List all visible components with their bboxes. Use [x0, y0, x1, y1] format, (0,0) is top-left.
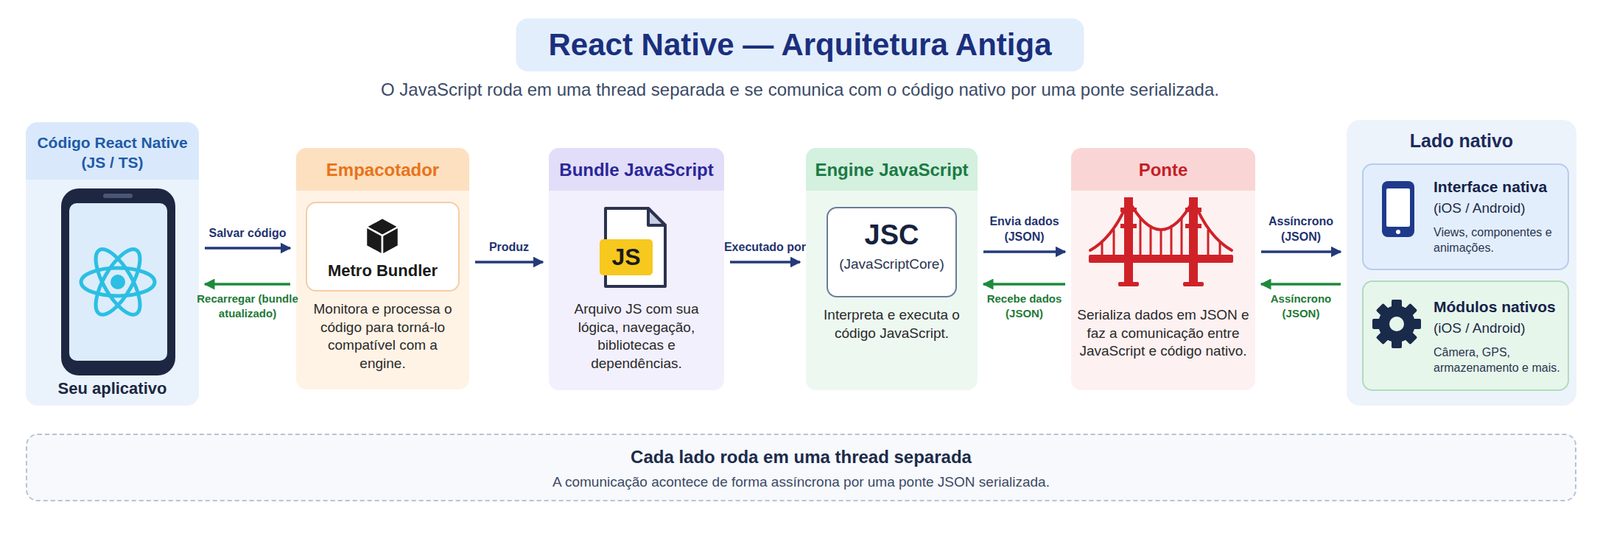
box-heading: JSC [827, 217, 956, 254]
diagram-title: React Native — Arquitetura Antiga [515, 18, 1084, 72]
bundler-panel: EmpacotadorMonitora e processa o código … [296, 148, 470, 390]
bridge-panel: PonteSerializa dados em JSON e faz a com… [1071, 148, 1256, 391]
box-body: Views, componentes e animações. [1433, 225, 1565, 257]
box-subheading: (JavaScriptCore) [827, 255, 956, 275]
flow-arrow [983, 282, 1066, 286]
native-ui-box: Interface nativa(iOS / Android) Views, co… [1362, 163, 1570, 271]
note-band: Cada lado roda em uma thread separada A c… [25, 433, 1577, 502]
flow-arrow [204, 282, 291, 286]
box-subheading: (iOS / Android) [1433, 319, 1568, 339]
panel-heading: Lado nativo [1346, 128, 1577, 154]
engine-box: JSC(JavaScriptCore) [826, 206, 957, 298]
native-modules-box: Módulos nativos(iOS / Android) Câmera, GP… [1362, 280, 1570, 392]
source-panel: Código React Native (JS / TS) Seu aplicat… [25, 122, 199, 406]
edge-label: Produz [465, 240, 553, 256]
edge-label: Recebe dados (JSON) [973, 291, 1075, 321]
panel-body: Interpreta e executa o código JavaScript… [811, 306, 972, 343]
tool-box: Metro Bundler [305, 201, 460, 292]
box-subheading: (iOS / Android) [1433, 199, 1568, 219]
flow-arrow [204, 246, 291, 250]
panel-heading: Bundle JavaScript [548, 158, 725, 182]
file-badge-text: JS [599, 242, 653, 274]
box-heading: Interface nativa [1433, 176, 1568, 197]
flow-arrow [1261, 282, 1341, 286]
flow-arrow [475, 260, 543, 264]
panel-body: Arquivo JS com sua lógica, navegação, bi… [556, 300, 717, 374]
box-body: Câmera, GPS, armazenamento e mais. [1433, 345, 1567, 377]
panel-heading: Empacotador [296, 158, 470, 182]
panel-body: Serializa dados em JSON e faz a comunica… [1075, 306, 1251, 361]
panel-heading: Código React Native (JS / TS) [25, 132, 199, 174]
panel-footer: Seu aplicativo [25, 378, 199, 400]
note-body: A comunicação acontece de forma assíncro… [27, 473, 1575, 493]
box-heading: Metro Bundler [307, 260, 459, 283]
edge-label: Assíncrono (JSON) [1251, 214, 1351, 246]
engine-panel: Engine JavaScriptInterpreta e executa o … [805, 148, 978, 391]
edge-label: Executado por [713, 240, 817, 256]
box-heading: Módulos nativos [1433, 296, 1568, 317]
flow-arrow [1261, 250, 1341, 254]
edge-label: Envia dados (JSON) [973, 214, 1075, 246]
edge-label: Assíncrono (JSON) [1251, 291, 1351, 321]
edge-label: Salvar código [195, 226, 300, 242]
flow-arrow [730, 260, 800, 264]
panel-heading: Ponte [1071, 158, 1256, 182]
diagram-caption: O JavaScript roda em uma thread separada… [0, 78, 1600, 101]
edge-label: Recarregar (bundle atualizado) [181, 291, 314, 321]
note-heading: Cada lado roda em uma thread separada [27, 445, 1575, 469]
panel-heading: Engine JavaScript [805, 158, 978, 182]
flow-arrow [983, 250, 1066, 254]
panel-body: Monitora e processa o código para torná-… [303, 300, 462, 374]
native-panel: Lado nativoInterface nativa(iOS / Androi… [1346, 120, 1577, 406]
